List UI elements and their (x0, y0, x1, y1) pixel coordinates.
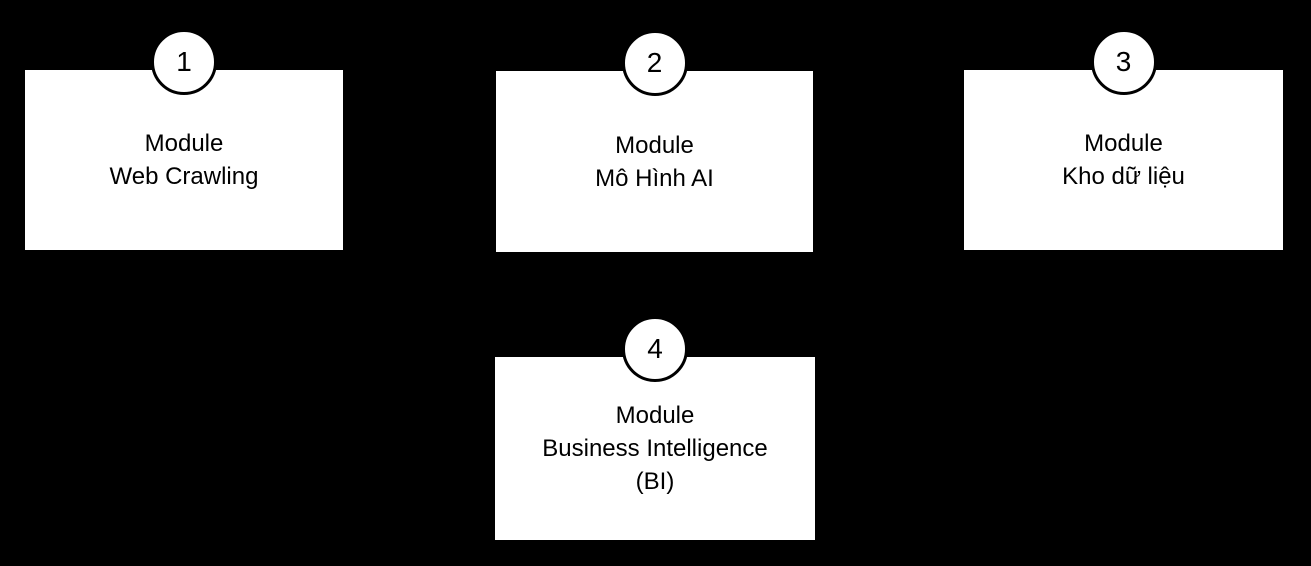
module-label-line: (BI) (635, 468, 675, 495)
step-number-badge: 2 (621, 30, 688, 96)
module-label: Module Business Intelligence (BI) (542, 399, 767, 498)
module-label-line: Mô Hình AI (595, 164, 714, 192)
step-number-badge: 4 (622, 316, 688, 382)
module-label-line: Module (615, 402, 695, 429)
module-label-line: Module (1084, 130, 1163, 157)
step-number: 1 (176, 46, 192, 77)
module-label: Module Web Crawling (110, 127, 259, 193)
step-number-badge: 1 (151, 29, 217, 95)
module-label-line: Kho dữ liệu (1062, 163, 1185, 190)
module-label-line: Web Crawling (109, 163, 259, 190)
step-number: 4 (647, 333, 663, 364)
step-number: 3 (1115, 46, 1132, 77)
module-label: Module Kho dữ liệu (1062, 127, 1185, 193)
module-label-line: Module (144, 130, 224, 157)
module-box-web-crawling: 1 Module Web Crawling (25, 29, 343, 250)
module-box-business-intelligence: 4 Module Business Intelligence (BI) (495, 316, 815, 540)
step-number: 2 (646, 47, 663, 78)
module-label: Module Mô Hình AI (595, 129, 714, 195)
module-box-ai-model: 2 Module Mô Hình AI (496, 30, 813, 252)
module-label-line: Module (615, 131, 694, 159)
module-label-line: Business Intelligence (542, 435, 768, 462)
step-number-badge: 3 (1090, 29, 1157, 95)
module-box-data-warehouse: 3 Module Kho dữ liệu (964, 29, 1283, 250)
